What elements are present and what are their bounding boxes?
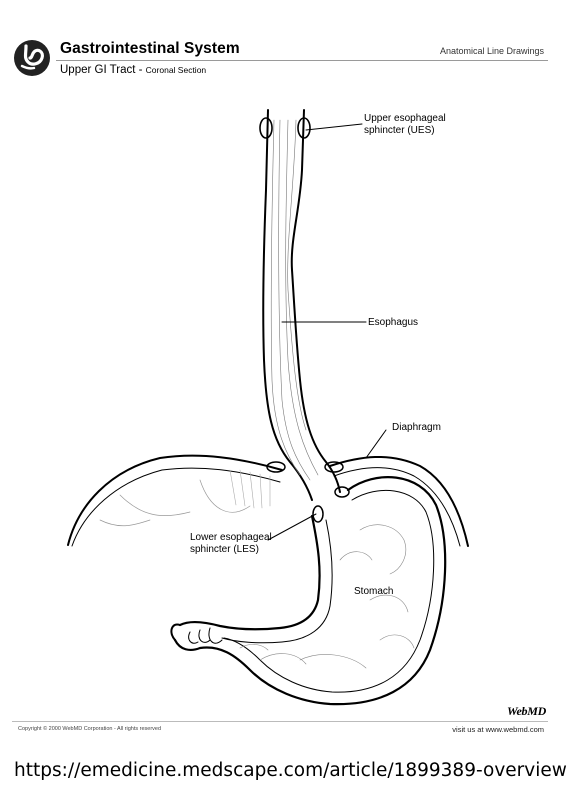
header: Gastrointestinal System Upper GI Tract -… [0,0,574,90]
source-url[interactable]: https://emedicine.medscape.com/article/1… [14,760,567,781]
subtitle-separator: - [138,64,143,76]
visit-link[interactable]: visit us at www.webmd.com [452,725,544,734]
ues-left [259,117,273,139]
les-label-line1: Lower esophageal [190,532,272,543]
stomach-label: Stomach [354,586,394,597]
subtitle-main: Upper GI Tract [60,64,136,76]
ues-label: Upper esophageal sphincter (UES) [364,113,446,137]
subtitle-detail: Coronal Section [145,65,207,75]
page-subtitle: Upper GI Tract - Coronal Section [60,64,206,76]
upper-gi-drawing [67,109,469,706]
copyright-text: Copyright © 2000 WebMD Corporation - All… [18,726,162,732]
les-lower [312,505,324,523]
esophagus-label: Esophagus [368,317,419,328]
footer-divider [12,721,548,722]
les-upper [334,486,350,498]
series-label: Anatomical Line Drawings [439,46,544,56]
diaphragm-shape [67,454,469,547]
ues-right [297,117,311,139]
stomach-logo-icon [14,40,50,76]
les-label: Lower esophageal sphincter (LES) [190,532,272,556]
esophagus-shape [259,109,350,523]
ues-label-line2: sphincter (UES) [364,125,435,136]
page-title: Gastrointestinal System [60,40,240,57]
les-label-line2: sphincter (LES) [190,544,259,555]
stomach-shape [170,476,447,706]
webmd-logo: WebMD [507,704,546,718]
leader-lines [267,123,387,541]
header-divider [56,60,548,61]
diaphragm-label: Diaphragm [392,422,441,433]
ues-label-line1: Upper esophageal [364,113,446,124]
